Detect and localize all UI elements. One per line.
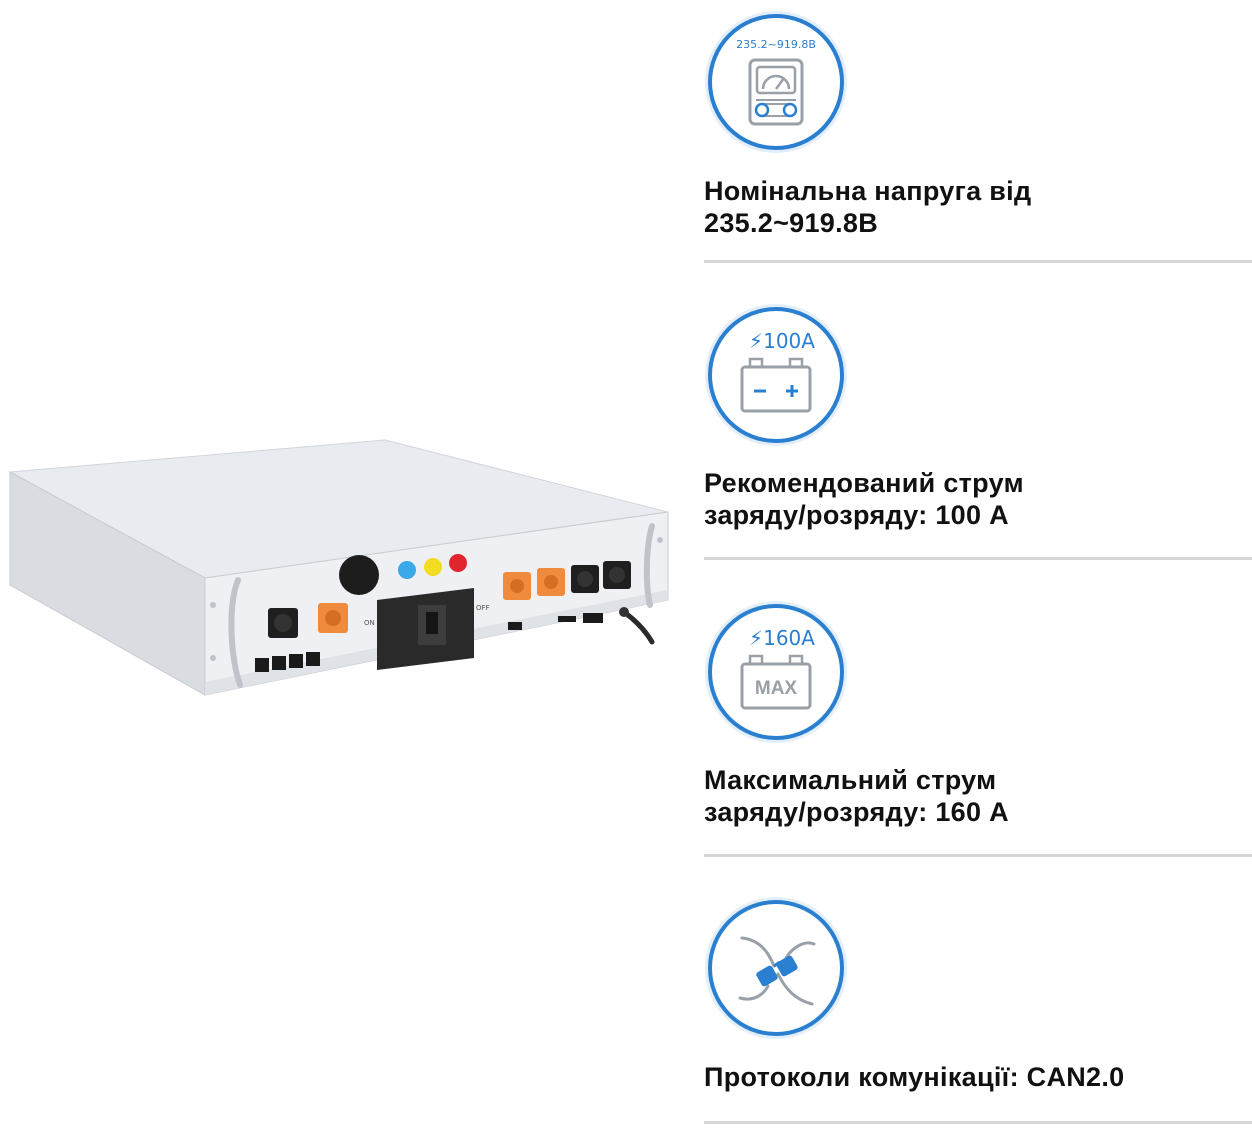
current-badge: ⚡160A	[749, 626, 815, 650]
off-label: OFF	[476, 604, 490, 612]
divider	[704, 854, 1252, 857]
plug-connector-icon	[738, 936, 816, 1006]
voltmeter-icon: 235.2~919.8В	[736, 38, 816, 126]
feature-text: Максимальний струм заряду/розряду: 160 А	[704, 765, 1009, 827]
battery-icon: ⚡100A	[740, 329, 815, 413]
feature-icon-circle: ⚡100A	[708, 307, 844, 443]
feature-max-current: ⚡160A MAX Максимальний струм заряду/розр…	[700, 592, 1252, 862]
feature-text: Протоколи комунікації: CAN2.0	[704, 1062, 1125, 1092]
on-label: ON	[364, 619, 375, 627]
feature-communication-protocol: Протоколи комунікації: CAN2.0	[700, 885, 1252, 1140]
feature-text: Номінальна напруга від 235.2~919.8В	[704, 176, 1032, 238]
divider	[704, 1121, 1252, 1124]
battery-max-icon: ⚡160A MAX	[740, 626, 815, 710]
battery-control-box-illustration: ON OFF	[8, 439, 669, 696]
max-label: MAX	[755, 678, 798, 699]
voltage-badge: 235.2~919.8В	[736, 38, 816, 51]
battery-control-box-image: ON OFF	[0, 420, 690, 720]
divider	[704, 557, 1252, 560]
yellow-button	[424, 558, 442, 576]
divider	[704, 260, 1252, 263]
feature-icon-circle: 235.2~919.8В	[708, 14, 844, 150]
feature-text: Рекомендований струм заряду/розряду: 100…	[704, 468, 1024, 530]
feature-nominal-voltage: 235.2~919.8В Номінальна напруга від 235.…	[700, 0, 1252, 270]
feature-icon-circle	[708, 900, 844, 1036]
blue-button	[398, 561, 416, 579]
status-indicator-ring	[339, 555, 379, 595]
feature-icon-circle: ⚡160A MAX	[708, 604, 844, 740]
current-badge: ⚡100A	[749, 329, 815, 353]
red-button	[449, 554, 467, 572]
feature-recommended-current: ⚡100A Рекомендований струм заряду/розряд…	[700, 295, 1252, 565]
